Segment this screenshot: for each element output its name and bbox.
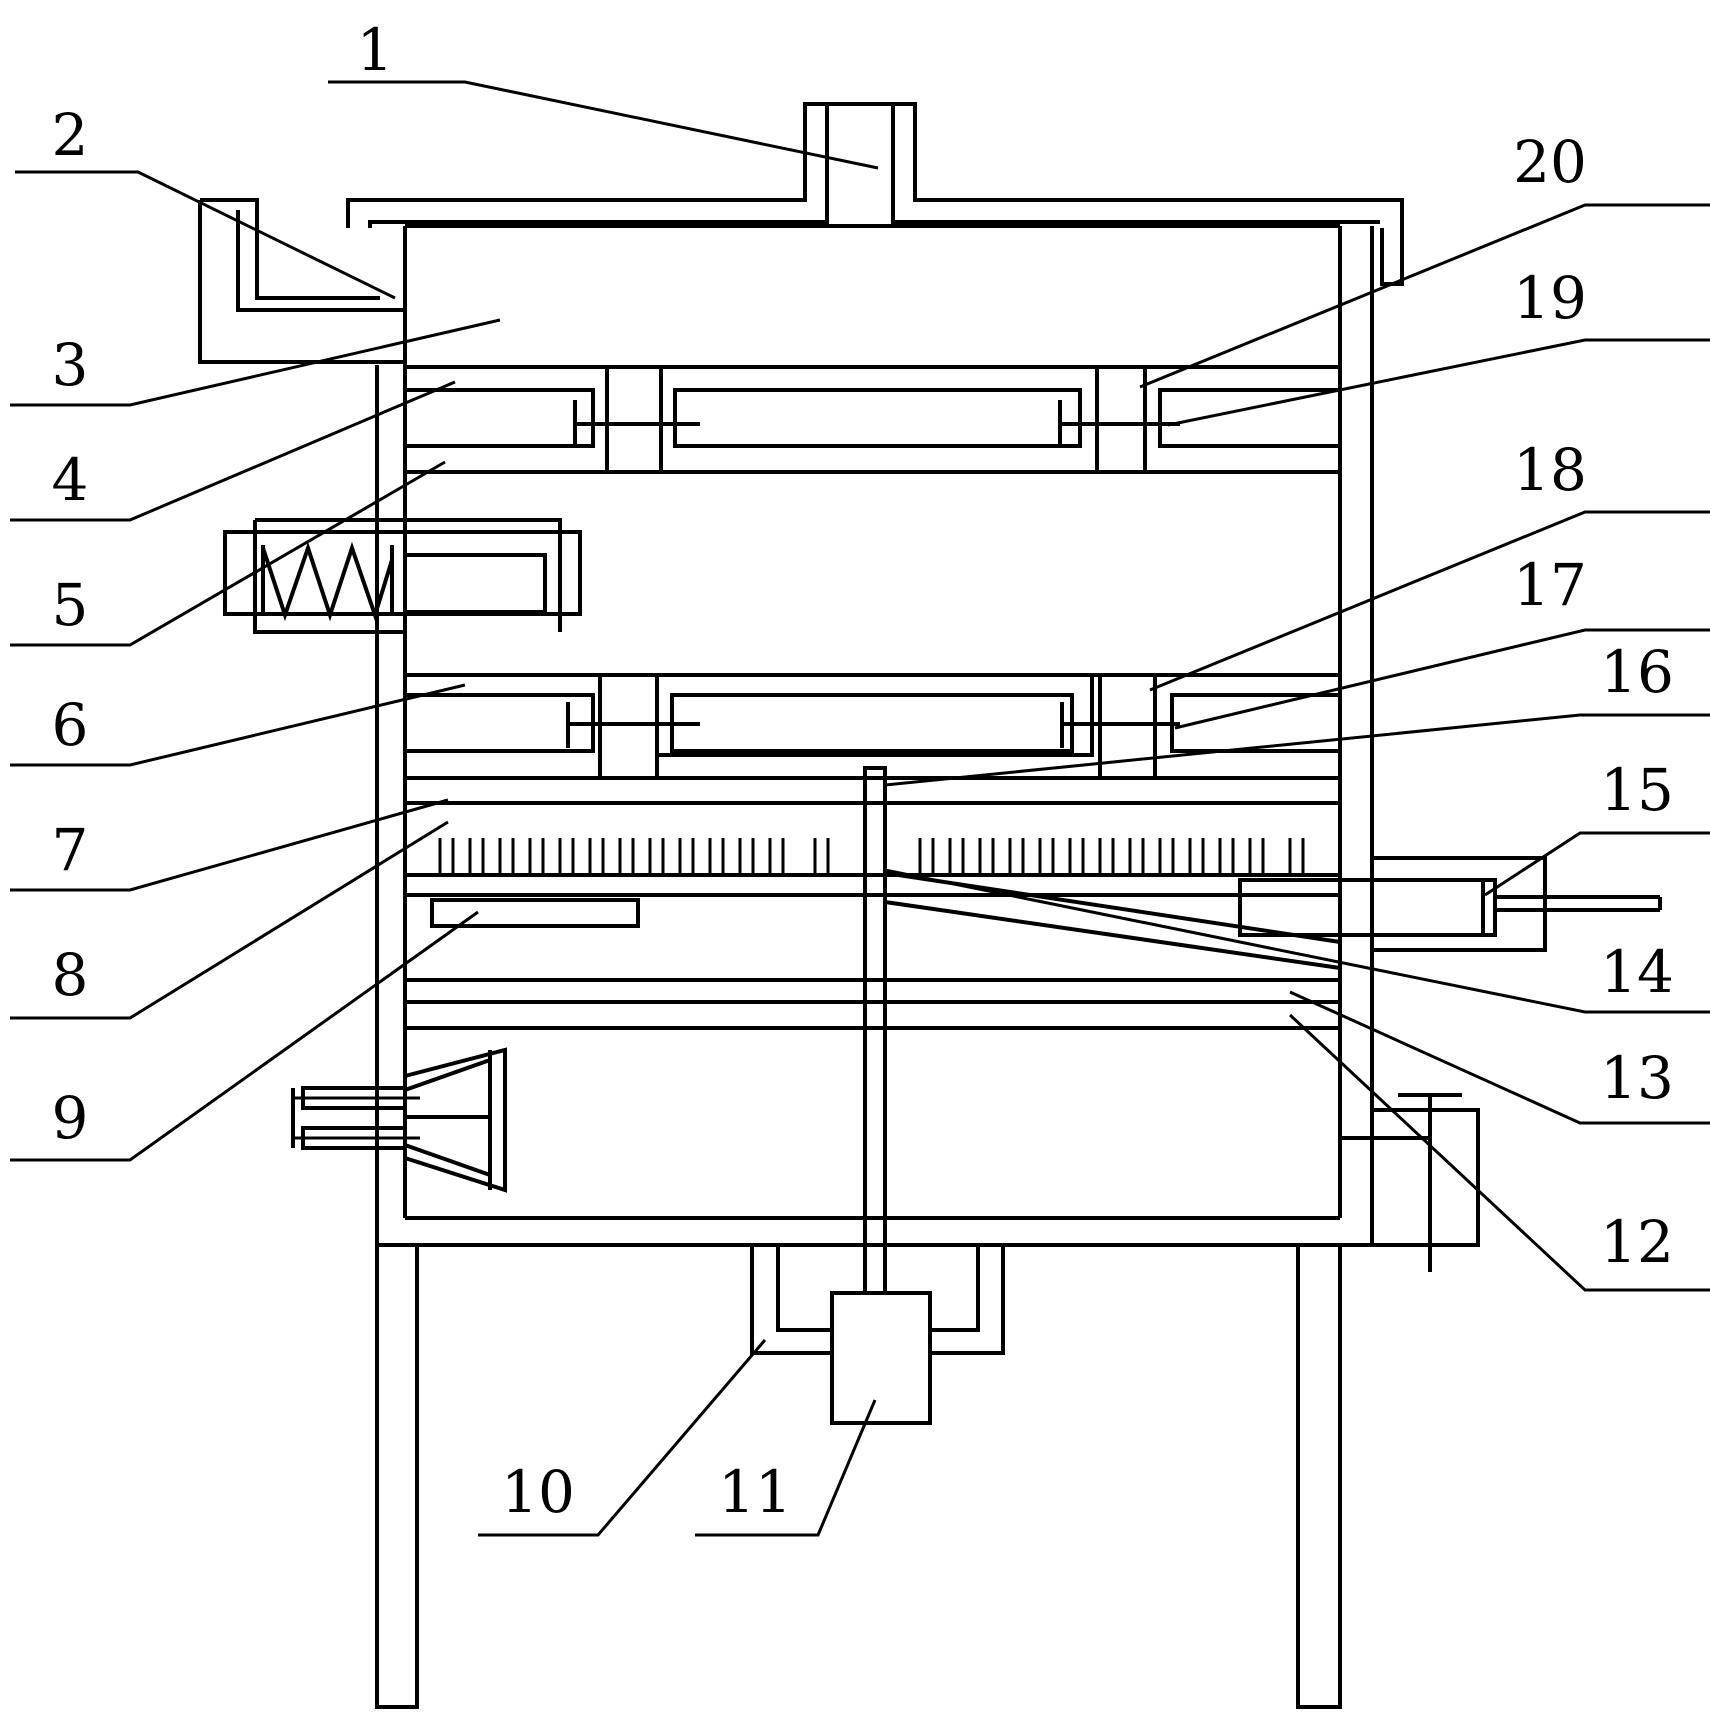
leader-16: [884, 713, 1710, 787]
leader-20: [1139, 203, 1710, 389]
grinding-layer: [405, 801, 1340, 928]
side-cylinder: [1238, 856, 1662, 952]
callout-13: 13: [1600, 1044, 1674, 1112]
callout-16: 16: [1600, 638, 1674, 706]
leader-14: [884, 868, 1710, 1014]
drive-shaft: [863, 766, 887, 1295]
leader-17: [1174, 628, 1710, 730]
callout-11: 11: [718, 1458, 792, 1526]
leader-18: [1149, 510, 1710, 692]
callout-9: 9: [52, 1084, 89, 1152]
callout-17: 17: [1513, 551, 1587, 619]
leader-8: [10, 820, 449, 1020]
callout-10: 10: [501, 1458, 575, 1526]
callout-14: 14: [1600, 938, 1674, 1006]
upper-roller-assembly: [403, 365, 1342, 474]
leader-9: [10, 910, 479, 1162]
inclined-plate: [405, 871, 1341, 1030]
side-spring-box: [223, 518, 582, 634]
leader-2: [15, 170, 396, 300]
leader-19: [1167, 338, 1710, 427]
callout-2: 2: [52, 101, 89, 169]
leader-7: [10, 798, 449, 892]
leader-15: [1484, 831, 1710, 897]
callout-19: 19: [1513, 264, 1587, 332]
motor-mount: [750, 1245, 1005, 1355]
callout-labels: 1 2 3 4 5 6 7 8 9 10 11 12 13 14 15 16 1…: [52, 16, 1674, 1526]
discharge-port: [1340, 1093, 1480, 1272]
legs: [375, 1243, 1342, 1709]
leader-1: [328, 80, 879, 170]
leader-10: [478, 1339, 767, 1537]
callout-20: 20: [1513, 128, 1587, 196]
callout-3: 3: [52, 331, 89, 399]
lower-roller-assembly: [403, 673, 1342, 780]
leader-3: [10, 318, 501, 407]
callout-18: 18: [1513, 436, 1587, 504]
top-cover: [346, 102, 1404, 286]
outlet-pipe: [825, 104, 895, 222]
leader-12: [1288, 1013, 1710, 1292]
leader-11: [695, 1399, 877, 1537]
callout-4: 4: [52, 446, 89, 514]
callout-15: 15: [1600, 756, 1674, 824]
leader-4: [10, 380, 456, 522]
callout-8: 8: [52, 941, 89, 1009]
motor: [830, 1291, 932, 1425]
callout-7: 7: [52, 816, 89, 884]
blower-fan: [291, 1047, 507, 1193]
feed-inlet: [198, 198, 405, 364]
leader-6: [10, 683, 466, 767]
leader-5: [10, 460, 446, 647]
callout-6: 6: [52, 691, 89, 759]
main-housing: [375, 224, 1374, 1247]
leader-lines: [10, 80, 1710, 1537]
callout-5: 5: [52, 571, 89, 639]
leader-13: [1289, 990, 1710, 1125]
callout-12: 12: [1600, 1208, 1674, 1276]
callout-1: 1: [357, 16, 394, 84]
